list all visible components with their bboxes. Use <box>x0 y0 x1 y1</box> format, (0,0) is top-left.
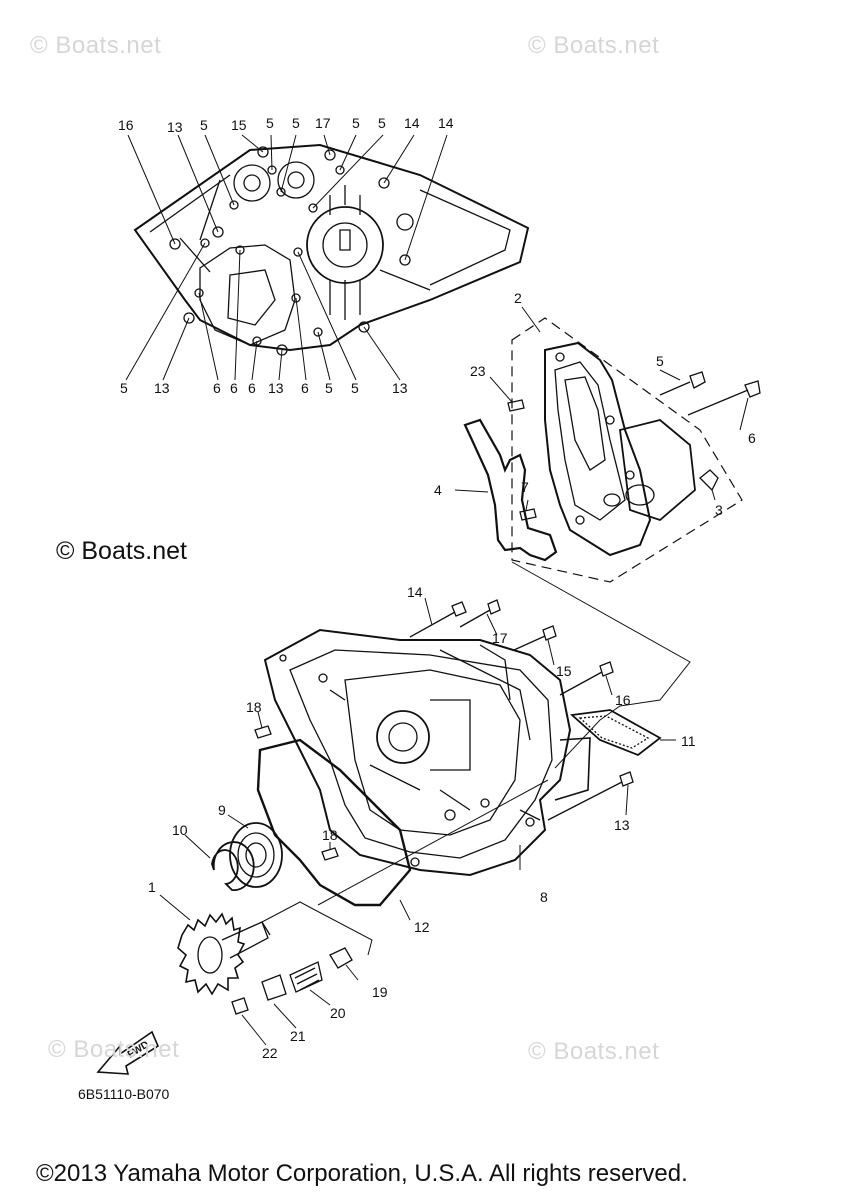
callout: 5 <box>378 115 386 131</box>
watermark: © Boats.net <box>528 32 660 59</box>
callout: 17 <box>492 630 508 646</box>
watermark: © Boats.net <box>30 32 162 59</box>
callout: 9 <box>218 802 226 818</box>
callout: 5 <box>200 117 208 133</box>
callout: 6 <box>248 380 256 396</box>
copyright-notice: ©2013 Yamaha Motor Corporation, U.S.A. A… <box>36 1160 688 1187</box>
callout: 21 <box>290 1028 306 1044</box>
callout: 5 <box>120 380 128 396</box>
figure-code: 6B51110-B070 <box>78 1086 170 1102</box>
callout: 20 <box>330 1005 346 1021</box>
crankcase-face-top-view <box>133 143 530 356</box>
oil-pump-group <box>454 306 761 583</box>
assembly-line <box>511 561 691 769</box>
callout: 15 <box>231 117 247 133</box>
callout: 5 <box>292 115 300 131</box>
callout: 6 <box>748 430 756 446</box>
top-view-labels: 16 13 5 15 5 5 17 5 5 14 14 5 13 6 6 6 1… <box>118 115 454 396</box>
callout: 3 <box>715 502 723 518</box>
oil-pump-drive-gear <box>177 912 271 996</box>
circlip <box>211 841 255 891</box>
callout: 6 <box>230 380 238 396</box>
callout: 5 <box>351 380 359 396</box>
callout: 5 <box>266 115 274 131</box>
callout: 5 <box>352 115 360 131</box>
callout: 13 <box>154 380 170 396</box>
callout: 2 <box>514 290 522 306</box>
dowel-pin <box>321 847 339 861</box>
crankcase-labels: 14 17 15 16 18 11 9 13 10 18 1 8 12 19 2… <box>148 584 696 1061</box>
callout: 10 <box>172 822 188 838</box>
callout: 13 <box>167 119 183 135</box>
callout: 14 <box>438 115 454 131</box>
callout: 5 <box>656 353 664 369</box>
callout: 18 <box>322 827 338 843</box>
top-view-leaders <box>125 134 448 381</box>
crankcase-leaders <box>159 597 676 1046</box>
callout: 22 <box>262 1045 278 1061</box>
callout: 23 <box>470 363 486 379</box>
callout: 6 <box>301 380 309 396</box>
crankcase-bolts <box>254 599 662 821</box>
boats-net-mark: © Boats.net <box>56 537 187 565</box>
watermark: © Boats.net <box>528 1038 660 1065</box>
callout: 14 <box>407 584 423 600</box>
callout: 13 <box>392 380 408 396</box>
callout: 11 <box>681 733 696 749</box>
callout: 13 <box>268 380 284 396</box>
relief-valve-parts <box>231 947 353 1015</box>
callout: 7 <box>521 479 529 495</box>
callout: 19 <box>372 984 388 1000</box>
callout: 12 <box>414 919 430 935</box>
callout: 15 <box>556 663 572 679</box>
callout: 4 <box>434 482 442 498</box>
callout: 18 <box>246 699 262 715</box>
bearing <box>229 822 283 888</box>
callout: 5 <box>325 380 333 396</box>
callout: 8 <box>540 889 548 905</box>
watermark: © Boats.net <box>48 1036 180 1063</box>
callout: 6 <box>213 380 221 396</box>
oil-pump-labels: 2 23 5 6 4 7 3 <box>434 290 756 518</box>
callout: 1 <box>148 879 156 895</box>
callout: 16 <box>615 692 631 708</box>
callout: 17 <box>315 115 331 131</box>
crankcase-half <box>263 628 591 877</box>
crankcase-gasket <box>256 738 412 907</box>
callout: 13 <box>614 817 630 833</box>
callout: 16 <box>118 117 134 133</box>
callout: 14 <box>404 115 420 131</box>
